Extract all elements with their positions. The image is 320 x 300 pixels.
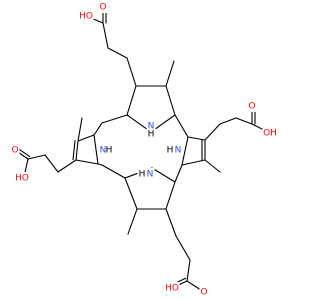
nitrogen-label-bottom: N xyxy=(147,170,154,180)
hydroxyl-label-left-background xyxy=(14,172,30,184)
oxygen-label-bottom-carbonyl-background xyxy=(199,286,209,298)
hydrogen-label-top-background xyxy=(146,128,156,140)
hydrogen-label-right: H xyxy=(167,146,174,156)
bond-a3-r1 xyxy=(174,114,189,138)
bond-l1-l2 xyxy=(77,134,95,142)
bond-a5-a1 xyxy=(126,85,137,116)
bond-e1-e2 xyxy=(175,235,191,261)
hydroxyl-label-top: HO xyxy=(79,12,93,22)
bond-b2-d1 xyxy=(101,164,126,179)
oxygen-label-top-carbonyl-background xyxy=(98,1,108,13)
hydrogen-label-top: H xyxy=(148,130,155,140)
oxygen-label-top-carbonyl: O xyxy=(99,3,106,13)
hydroxyl-label-left: HO xyxy=(15,174,29,184)
bond-r3-rMe xyxy=(204,159,221,173)
bond-r3-r4 xyxy=(181,159,206,166)
bond-s1-s2 xyxy=(219,117,237,125)
bond-r4-r1 xyxy=(181,136,189,166)
bond-e2-e3 xyxy=(186,259,191,282)
bond-l3-l4 xyxy=(75,159,99,165)
nitrogen-label-left: N xyxy=(100,146,107,156)
bond-d4-e1 xyxy=(165,208,177,237)
bond-d3-d4 xyxy=(165,181,176,210)
bond-b1-l1 xyxy=(93,122,103,136)
bond-r2-s1 xyxy=(204,123,221,141)
bond-l3-k1 xyxy=(57,159,77,173)
bond-a2-tMe xyxy=(165,60,175,87)
hydrogen-label-left: H xyxy=(106,146,113,156)
bond-r1-r2 xyxy=(187,136,206,141)
bond-l2-lMe xyxy=(77,117,83,142)
bond-a2-a3 xyxy=(165,85,176,116)
bond-d2-d3 xyxy=(151,167,176,183)
bond-c1-c2 xyxy=(107,47,128,59)
hydrogen-label-left-background xyxy=(104,144,114,156)
bond-c2-c3 xyxy=(102,22,109,49)
bond-l2-l3 xyxy=(75,140,79,161)
bond-lines xyxy=(14,6,269,293)
bond-s2-s3 xyxy=(235,117,253,125)
bond-k1-k2 xyxy=(44,154,59,173)
bond-a5-b1 xyxy=(101,114,128,124)
oxygen-label-bottom-carbonyl: O xyxy=(200,288,207,298)
hydrogen-label-bottom-background xyxy=(137,168,147,180)
nitrogen-label-right: N xyxy=(175,146,182,156)
nitrogen-label-top: N xyxy=(148,122,155,132)
nitrogen-label-bottom-background xyxy=(145,168,155,180)
hydroxyl-label-right-background xyxy=(262,127,278,139)
hydroxyl-label-top-background xyxy=(78,10,94,22)
bond-k2-k3 xyxy=(27,154,46,160)
hydroxyl-label-right: OH xyxy=(263,129,277,139)
hydrogen-label-bottom: H xyxy=(139,170,146,180)
bond-l4-b2 xyxy=(97,163,103,166)
bond-d5-dMe xyxy=(127,208,138,235)
oxygen-label-right-carbonyl-background xyxy=(247,100,257,112)
oxygen-label-left-carbonyl-background xyxy=(10,144,20,156)
double-bond-l2-l3 xyxy=(72,140,76,161)
bond-r4-d3 xyxy=(174,164,183,183)
hydroxyl-label-bottom-background xyxy=(164,282,180,294)
nitrogen-label-left-background xyxy=(98,144,108,156)
bond-l4-l1 xyxy=(93,134,99,165)
oxygen-label-right-carbonyl: O xyxy=(248,102,255,112)
nitrogen-label-top-background xyxy=(146,120,156,132)
hydrogen-label-right-background xyxy=(165,144,175,156)
bond-a1-c1 xyxy=(126,57,137,87)
nitrogen-label-right-background xyxy=(173,144,183,156)
bond-d5-d1 xyxy=(124,177,138,210)
oxygen-label-left-carbonyl: O xyxy=(11,146,18,156)
hydroxyl-label-bottom: HO xyxy=(165,284,179,294)
